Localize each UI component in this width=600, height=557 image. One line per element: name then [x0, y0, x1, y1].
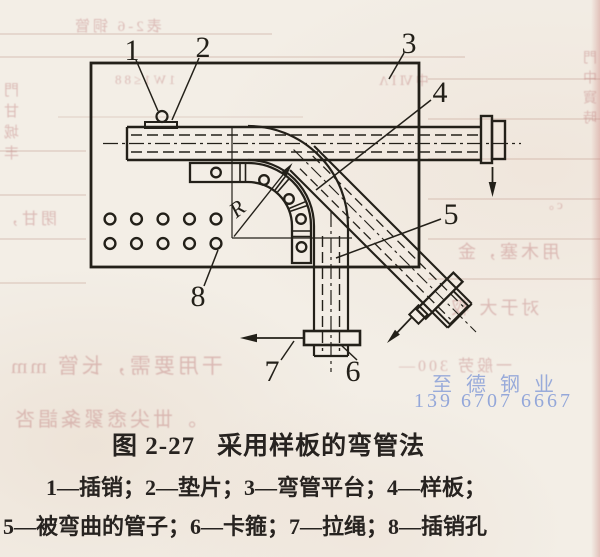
- pipe-bend: [247, 124, 350, 227]
- bleedthrough-line: [0, 150, 86, 152]
- callout-5: 5: [444, 198, 459, 231]
- watermark-company: 至德钢业: [432, 374, 568, 396]
- radius-arrow: [233, 163, 293, 237]
- bending-template: [188, 161, 313, 265]
- bleedthrough-line: [0, 238, 86, 240]
- bleedthrough-line: [428, 158, 600, 160]
- callout-leaders: [135, 52, 442, 361]
- figure-number: 图 2-27: [112, 433, 196, 460]
- callout-6: 6: [346, 355, 361, 388]
- bleedthrough-line: [428, 118, 600, 120]
- template-holes: [210, 166, 308, 253]
- bending-platform-outline: [89, 61, 421, 269]
- pipe-diagonal-phantom: [289, 145, 477, 333]
- callout-1: 1: [125, 34, 140, 67]
- radius-label: R: [223, 194, 250, 223]
- direction-arrow-down: [488, 167, 497, 197]
- bleedthrough-line: [0, 56, 465, 58]
- figure-legend-line2: 5—被弯曲的管子；6—卡箍；7—拉绳；8—插销孔: [3, 514, 488, 539]
- callout-8: 8: [191, 280, 206, 313]
- callout-2: 2: [196, 31, 211, 64]
- figure-caption: 图 2-27 采用样板的弯管法: [112, 426, 425, 462]
- bleedthrough-line: [428, 238, 600, 240]
- bleedthrough-line: [58, 116, 303, 118]
- callout-4: 4: [433, 76, 448, 109]
- direction-arrow-diagonal: [387, 316, 413, 343]
- pipe-vertical: [312, 226, 350, 358]
- pin: [155, 109, 169, 124]
- callout-3: 3: [402, 27, 417, 60]
- pipe-end-collar-right: [479, 114, 507, 165]
- bleedthrough-line: [0, 282, 86, 284]
- bleedthrough-line: [428, 198, 600, 200]
- bleedthrough-line: [0, 33, 272, 35]
- pin-holes: [103, 212, 223, 251]
- pipe-horizontal: [125, 125, 482, 162]
- figure-legend-line1: 1—插销；2—垫片；3—弯管平台；4—样板；: [46, 475, 487, 500]
- pipe-clamp-bottom: [302, 329, 362, 347]
- bleedthrough-line: [428, 78, 600, 80]
- watermark-phone: 139 6707 6667: [414, 390, 573, 412]
- bleedthrough-line: [0, 194, 86, 196]
- figure-title: 采用样板的弯管法: [217, 433, 426, 460]
- template-segment-dividers: [239, 163, 311, 238]
- bleedthrough-line: [428, 278, 600, 280]
- rope-pull-arrow: [240, 333, 304, 343]
- rope-hook: [407, 303, 430, 326]
- page-edge-shadow: [591, 0, 600, 557]
- callout-7: 7: [265, 355, 280, 388]
